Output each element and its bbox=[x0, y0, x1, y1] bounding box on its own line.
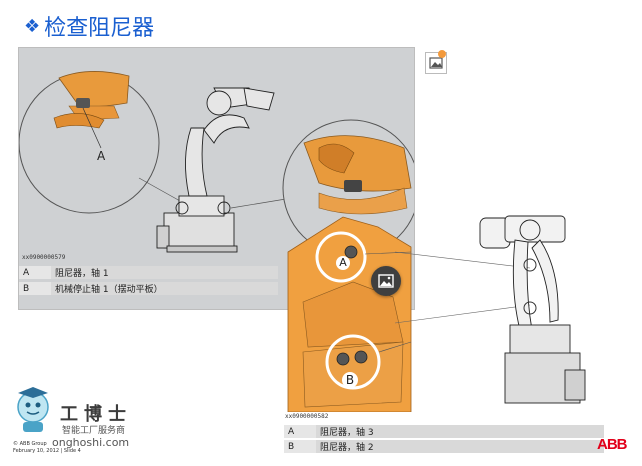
robot-figure bbox=[479, 215, 586, 404]
row-value: 机械停止轴 1（摆动平板） bbox=[51, 282, 278, 295]
robot-overview-drawing bbox=[19, 71, 414, 257]
row-key: A bbox=[284, 425, 316, 438]
footer-copyright: © ABB Group bbox=[13, 441, 47, 447]
abb-logo: ABB bbox=[597, 436, 627, 453]
row-value: 阻尼器，轴 3 bbox=[316, 425, 604, 438]
title-text: 检查阻尼器 bbox=[44, 16, 155, 41]
row-key: B bbox=[19, 282, 51, 295]
title-bullet-icon: ❖ bbox=[24, 15, 41, 37]
footer-date-slide: February 10, 2012 | Slide 4 bbox=[13, 448, 81, 454]
image-icon-badge bbox=[438, 50, 446, 58]
watermark-brand: 工博士 bbox=[60, 404, 132, 425]
slide-title: ❖ 检查阻尼器 bbox=[24, 10, 154, 42]
mascot-logo-icon bbox=[17, 387, 49, 432]
label-a: A bbox=[336, 256, 350, 270]
watermark-url: onghoshi.com bbox=[52, 436, 130, 449]
row-value: 阻尼器，轴 1 bbox=[51, 266, 278, 279]
row-value: 阻尼器，轴 2 bbox=[316, 440, 604, 453]
legend-table-2: A 阻尼器，轴 3 B 阻尼器，轴 2 bbox=[284, 425, 604, 453]
table-row: B 机械停止轴 1（摆动平板） bbox=[19, 282, 278, 295]
legend-table-1: A 阻尼器，轴 1 B 机械停止轴 1（摆动平板） bbox=[19, 266, 278, 295]
image-fab-button[interactable] bbox=[371, 266, 401, 296]
figure-ref-id: xx0900000579 bbox=[22, 254, 66, 261]
table-row: B 阻尼器，轴 2 bbox=[284, 440, 604, 453]
row-key: B bbox=[284, 440, 316, 453]
leader-lines bbox=[395, 251, 531, 324]
row-key: A bbox=[19, 266, 51, 279]
damper-axis1-figure: A xx0900000579 A 阻尼器，轴 1 B 机械停止轴 1（摆动平板） bbox=[18, 47, 415, 310]
watermark-tagline: 智能工厂服务商 bbox=[62, 426, 126, 436]
table-row: A 阻尼器，轴 3 bbox=[284, 425, 604, 438]
table-row: A 阻尼器，轴 1 bbox=[19, 266, 278, 279]
image-fab-icon bbox=[378, 274, 394, 288]
callout-a-label: A bbox=[97, 149, 106, 163]
figure-ref-id-2: xx0900000582 bbox=[285, 413, 329, 420]
label-b: B bbox=[342, 372, 358, 388]
